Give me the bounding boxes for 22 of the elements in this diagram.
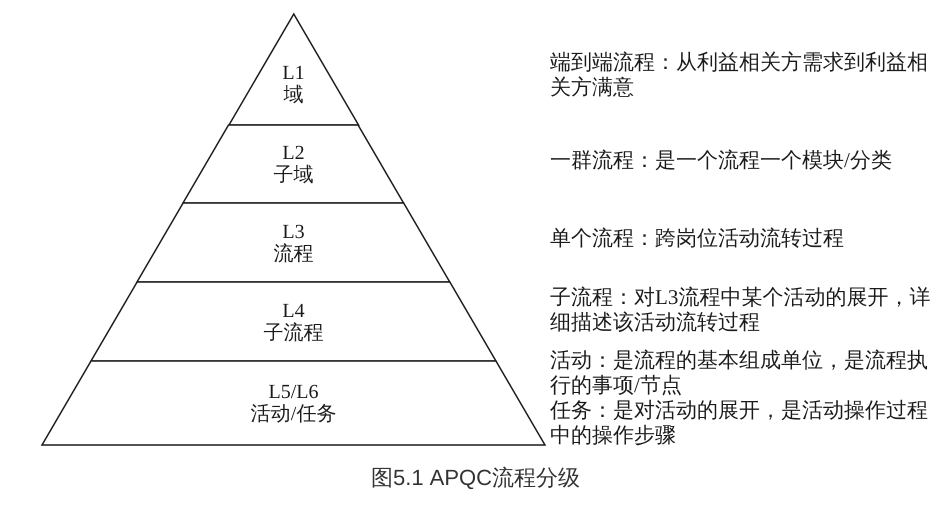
- pyramid-level: [137, 203, 450, 282]
- level-name: 域: [283, 84, 304, 106]
- description-text: 端到端流程：从利益相关方需求到利益相关方满意: [550, 50, 929, 100]
- level-code: L3: [282, 220, 305, 242]
- level-code: L5/L6: [268, 381, 318, 403]
- pyramid-level: [42, 361, 545, 445]
- level-name: 子域: [273, 164, 314, 186]
- level-code: L1: [282, 62, 305, 84]
- pyramid-level: [183, 125, 404, 203]
- level-code: L2: [282, 142, 305, 164]
- level-name: 流程: [273, 242, 314, 264]
- description-text: 子流程：对L3流程中某个活动的展开，详细描述该活动流转过程: [550, 284, 932, 334]
- description-text: 一群流程：是一个流程一个模块/分类: [550, 148, 893, 172]
- figure-caption: 图5.1 APQC流程分级: [370, 465, 580, 490]
- pyramid-level: [228, 14, 358, 125]
- description-text: 单个流程：跨岗位活动流转过程: [550, 226, 845, 250]
- description-text: 任务：是对活动的展开，是活动操作过程中的操作步骤: [550, 398, 929, 448]
- level-name: 子流程: [263, 322, 324, 344]
- pyramid-level: [91, 282, 496, 361]
- level-name: 活动/任务: [250, 403, 336, 425]
- description-text: 活动：是流程的基本组成单位，是流程执行的事项/节点: [550, 348, 929, 398]
- level-code: L4: [282, 300, 305, 322]
